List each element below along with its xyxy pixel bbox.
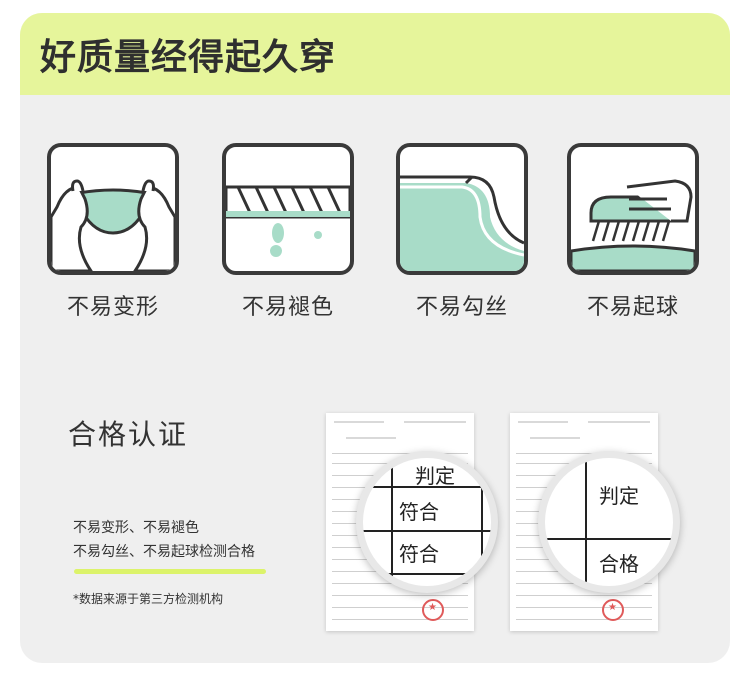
hands-stretching-fabric-icon (47, 143, 179, 275)
certification-title: 合格认证 (68, 418, 189, 451)
red-seal-stamp (602, 599, 624, 621)
verdict-cell: 符合 (399, 542, 439, 566)
red-seal-stamp (422, 599, 444, 621)
feature-label: 不易起球 (586, 295, 679, 320)
verdict-header: 判定 (415, 464, 455, 488)
certification-line: 不易变形、不易褪色 (73, 520, 199, 536)
feature-label: 不易褪色 (241, 295, 334, 320)
smooth-fabric-edge-icon (396, 143, 528, 275)
certification-line: 不易勾丝、不易起球检测合格 (73, 544, 255, 560)
accent-bar (74, 569, 266, 574)
data-source-note: *数据来源于第三方检测机构 (73, 592, 224, 606)
title-banner: 好质量经得起久穿 (20, 13, 730, 95)
feature-no-fade: 不易褪色 (220, 143, 356, 321)
feature-no-pill: 不易起球 (565, 143, 701, 321)
verdict-cell: 合格 (599, 552, 639, 576)
hand-brushing-fabric-icon (567, 143, 699, 275)
magnifier-lens: 判定 合格 (538, 451, 680, 593)
verdict-cell: 符合 (399, 500, 439, 524)
quality-card: 好质量经得起久穿 不易变形 (20, 13, 730, 663)
feature-no-deform: 不易变形 (45, 143, 181, 321)
feature-no-snag: 不易勾丝 (394, 143, 530, 321)
page-title: 好质量经得起久穿 (40, 37, 337, 78)
twisted-fabric-dripping-icon (222, 143, 354, 275)
verdict-header: 判定 (599, 484, 639, 508)
certification-description: 不易变形、不易褪色 不易勾丝、不易起球检测合格 (73, 516, 255, 564)
feature-label: 不易勾丝 (415, 295, 508, 320)
feature-label: 不易变形 (66, 295, 159, 320)
magnifier-lens: 判定 符合 符合 (356, 451, 498, 593)
feature-icons: 不易变形 不易褪色 (45, 143, 705, 333)
